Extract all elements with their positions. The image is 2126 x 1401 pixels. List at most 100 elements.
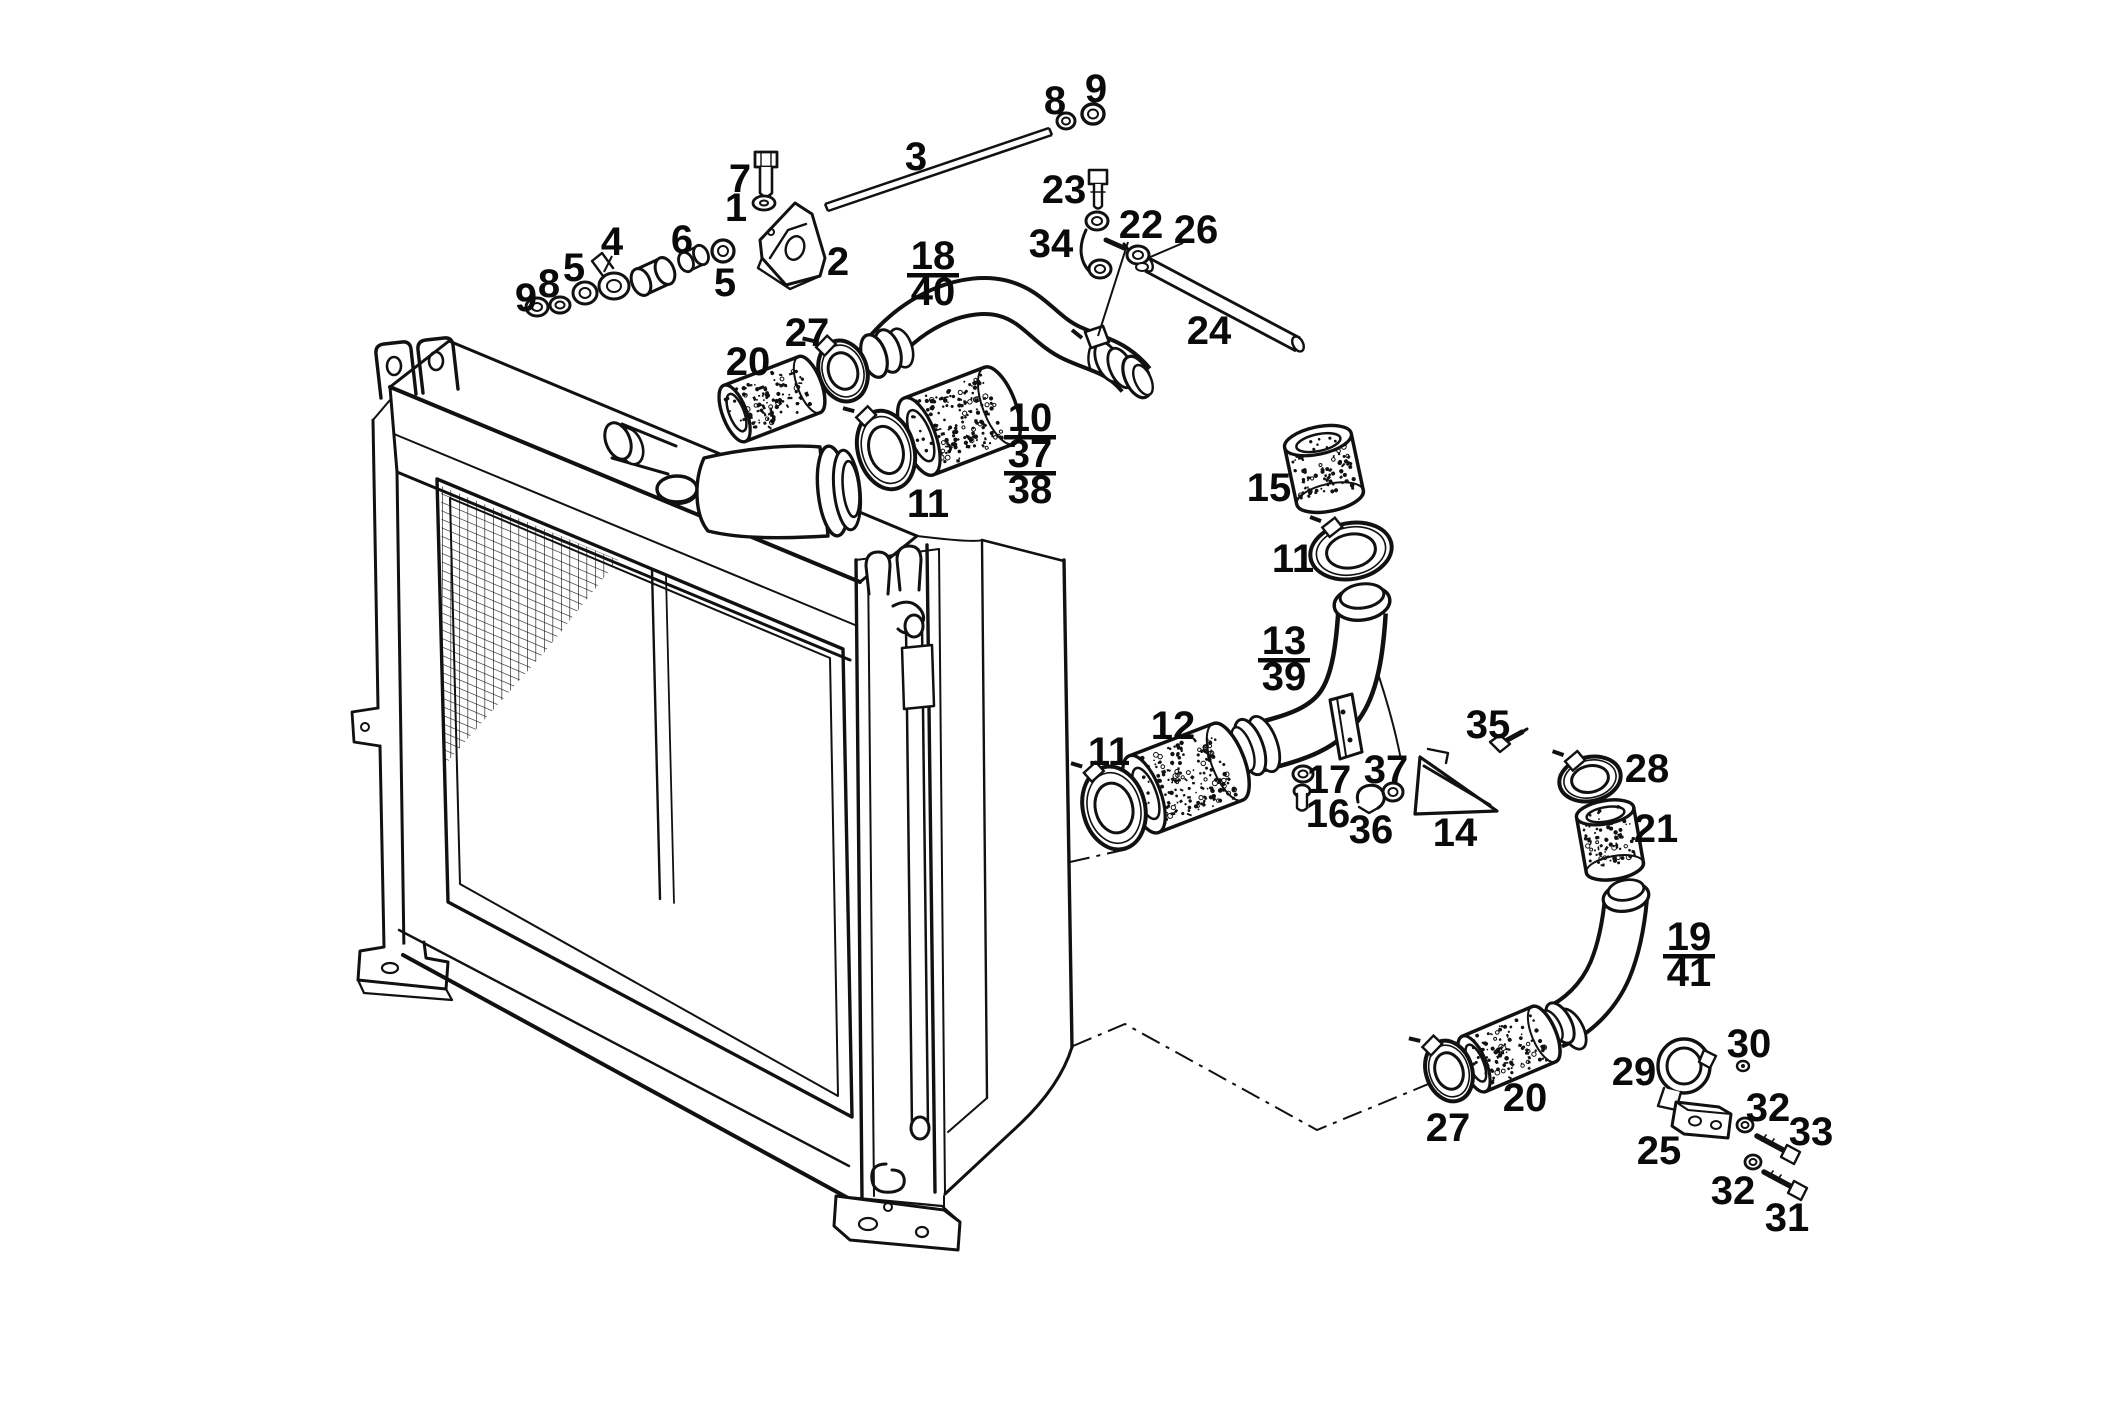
callout-4: 4 [601, 220, 624, 264]
washer-1-icon [751, 194, 777, 212]
leader-22 [1097, 241, 1129, 337]
callout-11-b: 11 [1272, 537, 1314, 581]
callout-13-39-value-1: 39 [1262, 655, 1307, 699]
bolt-16-icon [1292, 783, 1312, 812]
callout-27-upper: 27 [785, 311, 830, 355]
clamp-27-lower [1408, 1033, 1475, 1104]
callout-6: 6 [671, 218, 693, 262]
leader-4 [603, 255, 613, 273]
hose-18-40 [859, 276, 1154, 400]
callout-31: 31 [1765, 1196, 1810, 1240]
callout-10-37-38-value-1: 37 [1008, 432, 1053, 476]
callout-23: 23 [1042, 168, 1087, 212]
sleeve-21 [1574, 798, 1646, 882]
clamp-36-icon [1355, 783, 1386, 815]
callout-28: 28 [1625, 747, 1670, 791]
callout-33: 33 [1789, 1110, 1834, 1154]
nut-30-icon [1735, 1059, 1751, 1073]
tie-rod [900, 613, 936, 1141]
clamp-11-a [842, 404, 918, 492]
callout-25: 25 [1637, 1129, 1682, 1173]
callout-9-left: 9 [515, 276, 537, 320]
hardware [524, 102, 1809, 1202]
leader-26 [1147, 242, 1184, 259]
fraction-bar [1258, 658, 1310, 663]
hoses [823, 126, 1651, 1051]
bolt-7-icon [753, 150, 779, 198]
callout-7: 7 [729, 157, 751, 201]
callout-13-39-value-0: 13 [1262, 619, 1307, 663]
clamp-27-upper [802, 333, 870, 404]
drain-cock-parts [524, 238, 736, 318]
washer-32b-icon [1743, 1153, 1763, 1171]
callout-24: 24 [1187, 309, 1232, 353]
callout-20-lower: 20 [1503, 1076, 1548, 1120]
ring-9-icon [1080, 102, 1106, 126]
callout-1: 1 [725, 186, 747, 230]
callout-11-c: 11 [1088, 730, 1130, 774]
callout-19-41-value-0: 19 [1667, 915, 1712, 959]
callout-11-a: 11 [907, 482, 949, 526]
mounting-foot-right [832, 1162, 962, 1252]
bracket-25 [1670, 1100, 1733, 1140]
callout-17: 17 [1307, 758, 1352, 802]
callout-20-upper: 20 [726, 340, 771, 384]
ring-8-icon [1055, 111, 1077, 131]
callout-32-b: 32 [1711, 1169, 1756, 1213]
nut-26-icon [1125, 244, 1151, 272]
frame-right-column [854, 543, 946, 1200]
callout-27-lower: 27 [1426, 1106, 1471, 1150]
clamp-22-icon [1070, 324, 1111, 373]
callout-10-37-38-value-0: 10 [1008, 396, 1053, 440]
callout-2: 2 [827, 240, 849, 284]
callout-3: 3 [905, 135, 927, 179]
callout-5-left: 5 [563, 246, 585, 290]
retaining-hook-icon [864, 544, 925, 635]
pipe-bracket [1328, 692, 1364, 761]
core-mesh-screen [441, 486, 618, 766]
bolt-31-icon [1761, 1169, 1809, 1202]
callout-16: 16 [1306, 792, 1351, 836]
callout-8-top: 8 [1044, 79, 1066, 123]
lifting-lug-icon [374, 336, 460, 400]
bolt-35-icon [1488, 727, 1529, 754]
callout-14: 14 [1433, 811, 1478, 855]
fraction-bar [1663, 954, 1715, 959]
gusset-14 [1413, 747, 1499, 816]
clamp-11-b [1308, 515, 1394, 582]
callout-18-40-value-1: 40 [911, 270, 956, 314]
callout-29: 29 [1612, 1050, 1657, 1094]
phantom-lines [1069, 847, 1444, 1132]
callout-18-40-value-0: 18 [911, 234, 956, 278]
radiator [350, 336, 1074, 1252]
radiator-outlet-elbow [695, 444, 863, 540]
hose-19-41 [1540, 878, 1651, 1051]
nut-17-icon [1291, 764, 1315, 784]
callout-36: 36 [1349, 808, 1394, 852]
mounting-foot-left [356, 940, 454, 1002]
callout-35: 35 [1466, 703, 1511, 747]
callout-26: 26 [1174, 208, 1219, 252]
rod-3 [823, 126, 1054, 213]
callout-19-41-value-1: 41 [1667, 951, 1712, 995]
callout-30: 30 [1727, 1022, 1772, 1066]
textured-sleeves-and-clamps [717, 333, 1646, 1104]
fraction-bar [907, 273, 959, 278]
inlet-stub [603, 421, 678, 476]
clamp-28 [1551, 749, 1623, 804]
bolt-33-icon [1754, 1133, 1802, 1166]
leader-lines [603, 241, 1184, 337]
sleeve-20-upper [717, 354, 827, 444]
fraction-bar [1004, 435, 1056, 440]
side-panel [943, 538, 1074, 1196]
frame-bottom-edge [397, 928, 851, 1200]
callout-5-right: 5 [714, 261, 736, 305]
filler-cap-icon [655, 474, 699, 506]
drain-hook-icon [870, 1162, 906, 1194]
callout-10-37-38-value-2: 38 [1008, 468, 1053, 512]
